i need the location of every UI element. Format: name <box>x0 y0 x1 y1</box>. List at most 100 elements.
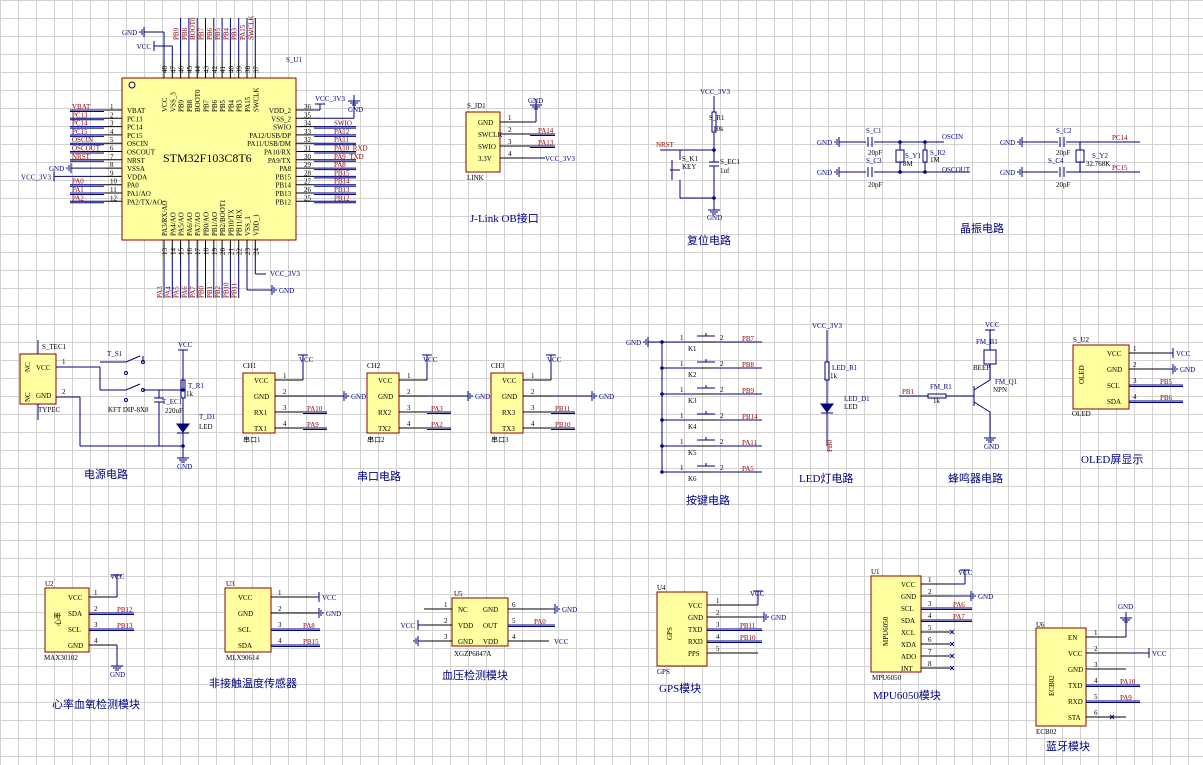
pin-name: STA <box>1068 714 1081 722</box>
value-label: 串口3 <box>491 436 509 444</box>
value-label: 1uf <box>720 167 730 175</box>
pin-number: 46 <box>178 66 186 74</box>
pin-number: 22 <box>236 248 244 256</box>
value-label: NPN <box>993 386 1007 394</box>
pin-name: OSCOUT <box>127 149 156 157</box>
net-label: PA0 <box>534 618 546 626</box>
pin-name: INT <box>901 665 913 673</box>
jlink-footer: LINK <box>467 174 484 182</box>
pin-number: 1 <box>1094 629 1098 637</box>
pin-number: 2 <box>720 334 724 342</box>
pin-number: 3 <box>1094 661 1098 669</box>
pin-name: VCC <box>254 377 269 385</box>
module-name: MPU6050 <box>882 616 890 646</box>
resistor-body <box>824 361 830 381</box>
pin-name: ADO <box>901 653 916 661</box>
pin-name: PA1/AO <box>127 190 151 198</box>
net-label: PB6 <box>1160 394 1173 402</box>
pin-name: VCC <box>502 377 517 385</box>
net-label: PA6 <box>953 601 965 609</box>
pin-number: 4 <box>512 633 516 641</box>
pin-name: RX3 <box>502 409 516 417</box>
net-label: PA0 <box>72 178 84 186</box>
power-label: VCC <box>178 341 193 349</box>
pin-name: PA12/USB/DP <box>249 132 291 140</box>
pin-name: PA6/AO <box>186 212 194 236</box>
value-label: OLED <box>1072 410 1091 418</box>
pin-number: 29 <box>304 161 312 169</box>
junction-dot <box>660 444 664 448</box>
pin-name: BOOT0 <box>194 89 202 112</box>
pin-number: 2 <box>444 617 448 625</box>
net-label: PA3 <box>156 286 164 298</box>
pin-name: TXD <box>688 626 702 634</box>
net-label: PA4 <box>164 286 172 298</box>
ground-label: GND <box>1118 603 1133 611</box>
junction-dot <box>660 366 664 370</box>
pin-number: 1 <box>508 114 512 122</box>
pin-number: 4 <box>531 420 535 428</box>
net-label: PB11 <box>231 282 239 298</box>
power-label: VCC <box>423 356 438 364</box>
ground-label: GND <box>110 671 125 679</box>
junction-dot <box>660 418 664 422</box>
pin-name: SWIO <box>478 143 496 151</box>
ref-label: LED_R1 <box>832 364 858 372</box>
ref-label: T_S1 <box>107 350 123 358</box>
ref-label: K4 <box>688 423 697 431</box>
pin-name: OSCIN <box>127 140 148 148</box>
led-symbol <box>820 403 834 413</box>
pin-name: SCL <box>68 626 81 634</box>
pin-name: PA8 <box>279 165 291 173</box>
net-label: PB11 <box>555 405 571 413</box>
ground-label: GND <box>626 339 641 347</box>
module-name: ECB02 <box>1048 675 1056 696</box>
led-symbol <box>176 423 190 433</box>
value-label: TYPEC <box>38 406 61 414</box>
pin-number: 27 <box>304 178 312 186</box>
pin-number: 3 <box>531 404 535 412</box>
pin-name: SWCLK <box>252 88 260 113</box>
power-label: VCC <box>1152 650 1167 658</box>
net-label: PB11 <box>740 622 756 630</box>
net-label: PC15 <box>72 128 88 136</box>
pin-name: PA15 <box>244 96 252 112</box>
net-label: VBAT <box>72 103 91 111</box>
pin-number: 6 <box>928 636 932 644</box>
pin-name: NRST <box>127 157 146 165</box>
value-label: 1M <box>930 156 941 164</box>
no-connect <box>1109 714 1115 720</box>
ref-label: S_C2 <box>1056 127 1072 135</box>
net-label: PA9_TXD <box>334 153 364 161</box>
ref-label: CH3 <box>491 362 505 370</box>
ref-label: U6 <box>1036 621 1045 629</box>
section-caption: 蜂鸣器电路 <box>948 471 1003 485</box>
pin-number: 26 <box>304 186 312 194</box>
section-caption: MPU6050模块 <box>873 689 941 702</box>
pin-number: 17 <box>194 248 202 256</box>
net-label: PB5 <box>214 27 222 40</box>
pin-number: 4 <box>1094 677 1098 685</box>
pin-number: 1 <box>680 386 684 394</box>
ref-label: S_TEC1 <box>42 343 67 351</box>
junction-dot <box>898 170 902 174</box>
net-label: PB6 <box>206 27 214 40</box>
net-label: PA14 <box>538 127 554 135</box>
pin-number: 2 <box>720 412 724 420</box>
pin-name: PB15 <box>275 173 291 181</box>
pin-number: 2 <box>110 111 114 119</box>
pin-number: 6 <box>1094 709 1098 717</box>
pin-number: 42 <box>211 66 219 74</box>
ref-label: U2 <box>45 580 54 588</box>
pin-name: VCC <box>238 594 253 602</box>
pin-number: 38 <box>244 66 252 74</box>
net-label: PB8 <box>742 361 755 369</box>
ground-label: GND <box>978 593 993 601</box>
pin-name: VSS_3 <box>169 92 177 112</box>
resistor-body <box>922 149 928 163</box>
net-label: SWCLK <box>247 16 255 41</box>
pin-name: VCC <box>901 581 916 589</box>
value-label: 1k <box>186 390 194 398</box>
pin-number: 1 <box>283 372 287 380</box>
pin-name: VDDA <box>127 173 147 181</box>
